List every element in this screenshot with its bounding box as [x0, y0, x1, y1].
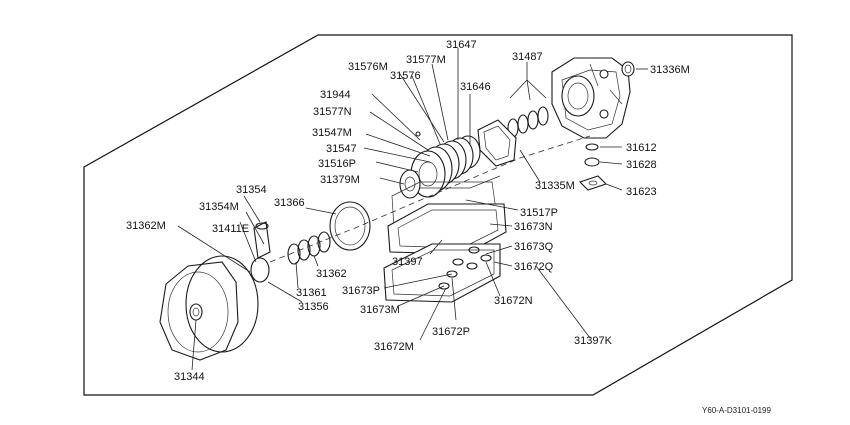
label-31612: 31612: [626, 142, 657, 154]
label-31673P: 31673P: [342, 285, 380, 297]
label-31576: 31576: [390, 70, 421, 82]
ring-31356: [250, 257, 270, 283]
oil-pan: [383, 243, 501, 303]
label-31577M: 31577M: [406, 54, 446, 66]
oil-pan-gasket: [387, 203, 507, 255]
label-31411E: 31411E: [212, 223, 249, 235]
label-31673N: 31673N: [514, 221, 553, 233]
label-31628: 31628: [626, 159, 657, 171]
label-31335M: 31335M: [535, 180, 575, 192]
label-31672M: 31672M: [374, 341, 414, 353]
label-31944: 31944: [320, 89, 351, 101]
label-31672N: 31672N: [494, 295, 533, 307]
label-31647: 31647: [446, 39, 477, 51]
label-31547: 31547: [326, 143, 357, 155]
label-31517P: 31517P: [520, 207, 558, 219]
seal-rings-31362: [287, 231, 331, 265]
label-31362M: 31362M: [126, 220, 166, 232]
o-ring-31628: [584, 157, 600, 167]
label-31336M: 31336M: [650, 64, 690, 76]
gasket-31366: [329, 201, 371, 251]
label-31361: 31361: [296, 287, 327, 299]
label-31623: 31623: [626, 186, 657, 198]
label-31672P: 31672P: [432, 326, 470, 338]
kit-frame: [83, 34, 793, 396]
assembly-axis: [269, 135, 591, 263]
label-31362: 31362: [316, 268, 347, 280]
part-labels: 31336M 31487 31647 31577M 31576M 31576 3…: [126, 39, 690, 383]
label-31673Q: 31673Q: [514, 241, 554, 253]
leader-lines: [177, 48, 648, 371]
label-31577N: 31577N: [313, 106, 352, 118]
label-31673M: 31673M: [360, 304, 400, 316]
label-31354: 31354: [236, 184, 267, 196]
label-31646: 31646: [460, 81, 491, 93]
label-31547M: 31547M: [312, 127, 352, 139]
gasket-31335M: [477, 119, 517, 167]
label-31516P: 31516P: [318, 158, 356, 170]
o-rings-small: [438, 246, 492, 290]
rear-seal: [621, 61, 635, 77]
label-31672Q: 31672Q: [514, 261, 554, 273]
label-31379M: 31379M: [320, 174, 360, 186]
label-31344: 31344: [174, 371, 205, 383]
diagram-code: Y60-A-D3101-0199: [702, 406, 771, 415]
label-31397: 31397: [392, 256, 423, 268]
label-31576M: 31576M: [348, 61, 388, 73]
extension-housing: [551, 57, 631, 139]
label-31354M: 31354M: [199, 201, 239, 213]
pump-housing: [159, 261, 239, 361]
label-31487: 31487: [512, 51, 543, 63]
label-31356: 31356: [298, 301, 329, 313]
gasket-31623: [578, 175, 608, 191]
seal-rings-31487: [507, 106, 549, 138]
label-31366: 31366: [274, 197, 305, 209]
o-ring-31612: [585, 143, 599, 151]
label-31397K: 31397K: [574, 335, 613, 347]
pump-o-ring-31411E: [185, 255, 259, 353]
